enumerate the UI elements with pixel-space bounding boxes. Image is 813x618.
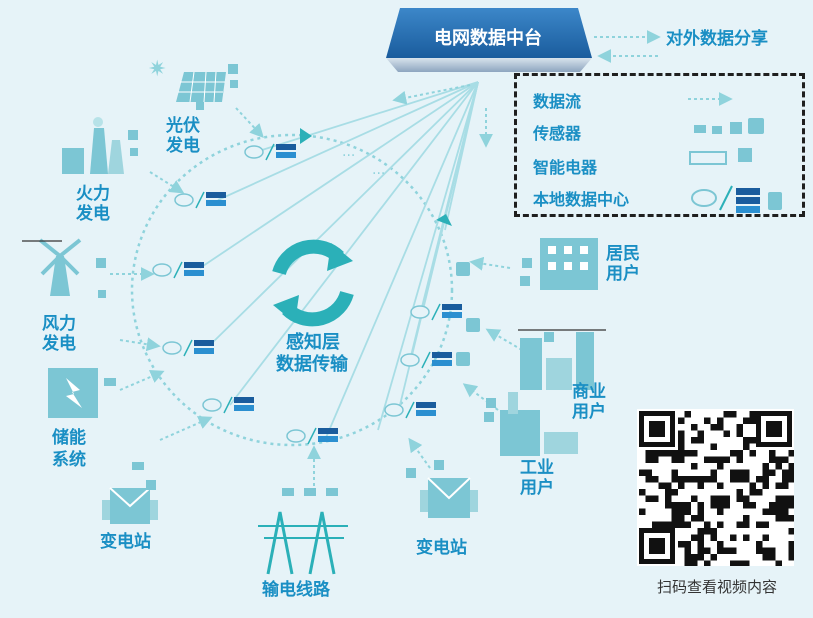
legend-smart-meter-label: 智能电器 <box>533 158 598 177</box>
commercial-label-1: 商业 <box>572 382 606 402</box>
svg-text:···: ··· <box>342 148 355 164</box>
sync-icon <box>272 239 354 327</box>
legend-local-datacenter-label: 本地数据中心 <box>533 190 630 209</box>
legend-local-datacenter-icon <box>691 185 782 213</box>
substation-icon <box>420 477 478 518</box>
local-datacenter-node <box>410 303 462 321</box>
sensing-ring <box>130 133 454 447</box>
residential-label-1: 居民 <box>606 244 640 264</box>
windmill-icon <box>38 238 82 296</box>
commercial-building-icon <box>520 332 594 390</box>
local-datacenter-node <box>202 396 254 414</box>
industrial-label-2: 用户 <box>520 478 554 498</box>
residential-building-icon <box>540 238 598 290</box>
legend-sensor-icon <box>694 118 764 134</box>
factory-icon <box>500 392 578 456</box>
local-datacenter-node <box>152 261 204 279</box>
local-datacenter-node <box>384 401 436 419</box>
thermal-plant-icon <box>62 117 124 174</box>
svg-text:···: ··· <box>372 166 385 182</box>
thermal-label-2: 发电 <box>76 204 110 224</box>
substation-left-label: 变电站 <box>100 532 151 552</box>
solar-panel-icon <box>176 71 226 110</box>
local-datacenter-node <box>162 339 214 357</box>
local-datacenter-nodes <box>152 143 462 445</box>
local-datacenter-node <box>286 427 338 445</box>
qr-caption: 扫码查看视频内容 <box>656 578 777 596</box>
data-hub: 电网数据中台 <box>383 6 593 72</box>
industrial-label-1: 工业 <box>520 458 554 478</box>
battery-storage-icon <box>48 368 98 418</box>
legend-box: 数据流 传感器 智能电器 本地数据中心 <box>514 73 805 217</box>
storage-label-1: 储能 <box>52 428 86 448</box>
external-share-label: 对外数据分享 <box>666 29 768 49</box>
residential-label-2: 用户 <box>606 264 640 284</box>
legend-smart-meter-icon <box>689 148 752 165</box>
local-datacenter-node <box>174 191 226 209</box>
legend-dataflow-label: 数据流 <box>533 92 582 111</box>
commercial-label-2: 用户 <box>572 402 606 422</box>
hub-label: 电网数据中台 <box>434 28 542 49</box>
center-label-1: 感知层 <box>286 332 340 353</box>
local-datacenter-node <box>400 351 452 369</box>
sensor-icons <box>96 64 554 496</box>
data-flow-lines <box>199 81 479 441</box>
qr-code[interactable] <box>637 409 795 567</box>
wind-label-2: 发电 <box>42 334 76 354</box>
sun-icon: ✷ <box>148 57 166 82</box>
wind-label-1: 风力 <box>42 314 76 334</box>
substation-right-label: 变电站 <box>416 538 467 558</box>
data-hub-icon <box>386 8 592 72</box>
storage-label-2: 系统 <box>52 450 86 470</box>
transmission-label: 输电线路 <box>262 580 330 600</box>
pv-label-2: 发电 <box>166 136 200 156</box>
power-tower-icon <box>258 511 348 575</box>
pv-label-1: 光伏 <box>166 116 200 136</box>
center-label-2: 数据传输 <box>276 354 348 375</box>
local-datacenter-node <box>244 143 296 161</box>
qr-code-image <box>637 409 795 567</box>
thermal-label-1: 火力 <box>76 184 110 204</box>
legend-sensor-label: 传感器 <box>533 124 582 143</box>
substation-icon <box>102 487 158 524</box>
